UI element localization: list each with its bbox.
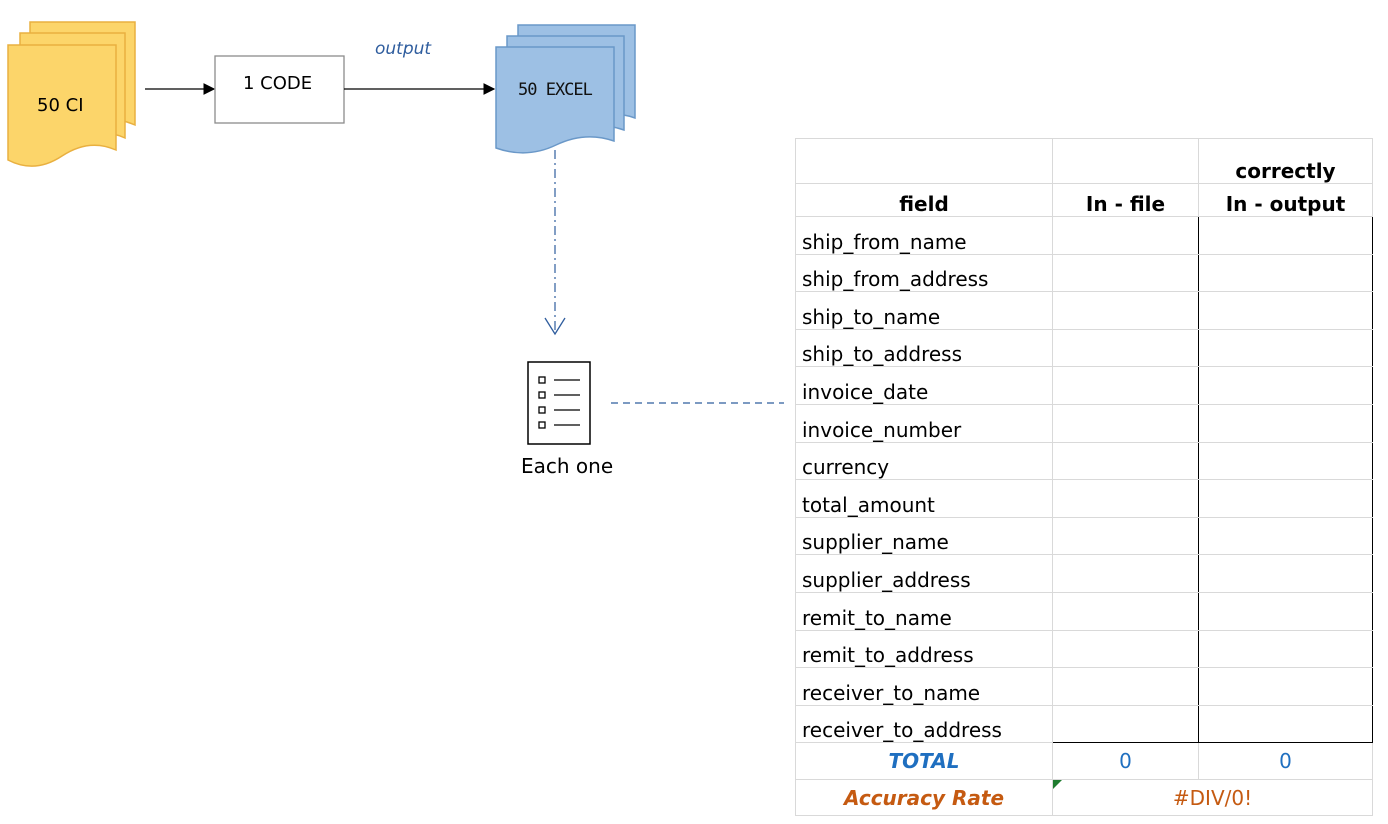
in-file-cell[interactable] xyxy=(1052,629,1199,669)
code-label: 1 CODE xyxy=(243,73,312,94)
input-documents: 50 CI xyxy=(7,21,136,167)
in-output-cell[interactable] xyxy=(1198,328,1373,368)
in-output-cell[interactable] xyxy=(1198,479,1373,518)
header-correctly: correctly xyxy=(1198,138,1373,184)
header-field: field xyxy=(795,183,1053,217)
in-output-cell[interactable] xyxy=(1198,291,1373,330)
in-file-cell[interactable] xyxy=(1052,479,1199,518)
in-file-cell[interactable] xyxy=(1052,667,1199,706)
header-blank-cell xyxy=(795,138,1053,184)
in-file-cell[interactable] xyxy=(1052,291,1199,330)
in-file-cell[interactable] xyxy=(1052,704,1199,744)
field-name-cell: remit_to_name xyxy=(795,591,1053,631)
accuracy-value: #DIV/0! xyxy=(1172,785,1253,810)
field-name-cell: receiver_to_name xyxy=(795,667,1053,706)
field-name-cell: ship_to_address xyxy=(795,328,1053,368)
table-row: currency xyxy=(795,441,1373,481)
field-name-cell: remit_to_address xyxy=(795,629,1053,669)
table-row: remit_to_address xyxy=(795,629,1373,669)
table-row: ship_to_address xyxy=(795,328,1373,368)
code-node: 1 CODE xyxy=(214,55,345,124)
in-output-cell[interactable] xyxy=(1198,629,1373,669)
in-file-cell[interactable] xyxy=(1052,554,1199,593)
open-arrow-head xyxy=(544,317,566,336)
header-blank-cell xyxy=(1052,138,1199,184)
checklist-icon xyxy=(527,361,591,445)
field-name-cell: receiver_to_address xyxy=(795,704,1053,744)
accuracy-label: Accuracy Rate xyxy=(795,779,1053,817)
total-label: TOTAL xyxy=(795,742,1053,781)
table-row: receiver_to_address xyxy=(795,704,1373,744)
error-indicator xyxy=(1053,780,1062,790)
accuracy-value-cell: #DIV/0! xyxy=(1052,779,1373,817)
table-row: invoice_date xyxy=(795,366,1373,405)
table-row: supplier_name xyxy=(795,516,1373,556)
in-output-cell[interactable] xyxy=(1198,554,1373,593)
field-name-cell: ship_from_address xyxy=(795,253,1053,293)
in-output-cell[interactable] xyxy=(1198,253,1373,293)
in-output-cell[interactable] xyxy=(1198,441,1373,481)
field-name-cell: supplier_address xyxy=(795,554,1053,593)
header-in-output: In - output xyxy=(1198,183,1373,217)
in-output-cell[interactable] xyxy=(1198,516,1373,556)
table-row: remit_to_name xyxy=(795,591,1373,631)
field-name-cell: total_amount xyxy=(795,479,1053,518)
in-file-cell[interactable] xyxy=(1052,403,1199,443)
table-row: ship_from_name xyxy=(795,216,1373,255)
in-file-cell[interactable] xyxy=(1052,253,1199,293)
total-in-output: 0 xyxy=(1198,742,1373,781)
in-file-cell[interactable] xyxy=(1052,516,1199,556)
field-name-cell: ship_to_name xyxy=(795,291,1053,330)
in-file-cell[interactable] xyxy=(1052,216,1199,255)
output-edge-label: output xyxy=(375,39,432,59)
accuracy-table: correctly field In - file In - output sh… xyxy=(795,138,1373,817)
document-stack-icon xyxy=(7,21,136,167)
in-file-cell[interactable] xyxy=(1052,366,1199,405)
in-output-cell[interactable] xyxy=(1198,366,1373,405)
table-row: ship_from_address xyxy=(795,253,1373,293)
field-name-cell: currency xyxy=(795,441,1053,481)
in-file-cell[interactable] xyxy=(1052,591,1199,631)
in-file-cell[interactable] xyxy=(1052,328,1199,368)
table-row: ship_to_name xyxy=(795,291,1373,330)
total-in-file: 0 xyxy=(1052,742,1199,781)
table-row: invoice_number xyxy=(795,403,1373,443)
in-output-cell[interactable] xyxy=(1198,704,1373,744)
excel-documents: 50 EXCEL xyxy=(495,24,636,154)
table-row: total_amount xyxy=(795,479,1373,518)
table-row: receiver_to_name xyxy=(795,667,1373,706)
table-row: supplier_address xyxy=(795,554,1373,593)
field-name-cell: supplier_name xyxy=(795,516,1053,556)
field-name-cell: ship_from_name xyxy=(795,216,1053,255)
input-label: 50 CI xyxy=(37,95,84,116)
in-output-cell[interactable] xyxy=(1198,216,1373,255)
field-name-cell: invoice_number xyxy=(795,403,1053,443)
field-name-cell: invoice_date xyxy=(795,366,1053,405)
flow-diagram: 50 CI 1 CODE output 50 EXCEL Each one xyxy=(7,21,784,478)
in-output-cell[interactable] xyxy=(1198,591,1373,631)
document-stack-icon xyxy=(495,24,636,154)
in-output-cell[interactable] xyxy=(1198,667,1373,706)
excel-label: 50 EXCEL xyxy=(518,80,593,100)
in-file-cell[interactable] xyxy=(1052,441,1199,481)
in-output-cell[interactable] xyxy=(1198,403,1373,443)
header-in-file: In - file xyxy=(1052,183,1199,217)
checklist-label: Each one xyxy=(521,454,613,478)
